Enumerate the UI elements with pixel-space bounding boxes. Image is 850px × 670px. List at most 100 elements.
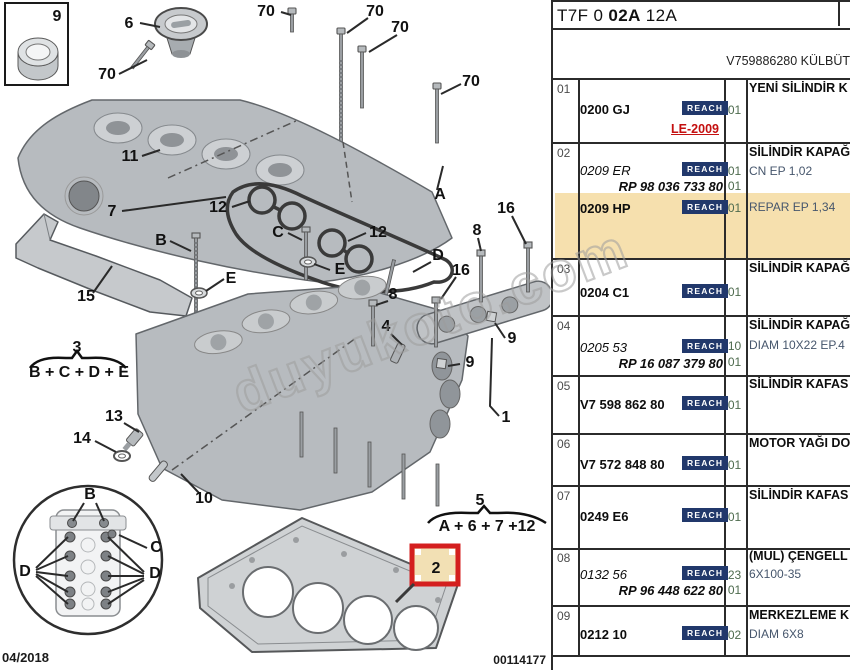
ring-gaskets <box>247 185 374 274</box>
part-description: MERKEZLEME K <box>749 608 849 622</box>
row-num[interactable]: 03 <box>557 262 571 276</box>
part-description: SİLİNDİR KAPAĞ <box>749 145 850 159</box>
code-suffix: 12A <box>645 6 678 25</box>
diagram-label-A-6-7-12: A + 6 + 7 +12 <box>439 518 536 535</box>
part-number[interactable]: 0132 56 <box>580 567 627 582</box>
row-num[interactable]: 08 <box>557 551 571 565</box>
replacement-number[interactable]: RP 98 036 733 80 <box>618 179 723 194</box>
bolts-8-16 <box>368 241 533 348</box>
diagram-label-70: 70 <box>366 3 384 20</box>
row-num[interactable]: 04 <box>557 319 571 333</box>
part-description: SİLİNDİR KAPAĞ <box>749 261 850 275</box>
diagram-label-8: 8 <box>473 222 482 239</box>
document-number: 00114177 <box>493 653 546 667</box>
reach-badge[interactable]: REACH <box>682 200 729 214</box>
part-number[interactable]: V7 572 848 80 <box>580 457 665 472</box>
diagram-label-9: 9 <box>466 354 475 371</box>
diagram-label-C: C <box>272 224 284 241</box>
row-num[interactable]: 05 <box>557 379 571 393</box>
quantity: 23 <box>727 568 742 582</box>
reach-badge[interactable]: REACH <box>682 508 729 522</box>
heat-shield <box>15 213 193 317</box>
nut-9 <box>435 310 498 370</box>
washer-E <box>190 256 317 299</box>
reference-number: V759886280 KÜLBÜT <box>726 54 850 68</box>
diagram-label-7: 7 <box>108 203 117 220</box>
diagram-label-8: 8 <box>389 286 398 303</box>
row-num[interactable]: 01 <box>557 82 571 96</box>
reach-badge[interactable]: REACH <box>682 626 729 640</box>
row-num[interactable]: 09 <box>557 609 571 623</box>
head-gasket <box>197 517 459 653</box>
diagram-label-D: D <box>149 565 161 582</box>
quantity: 01 <box>727 285 742 299</box>
reach-badge[interactable]: REACH <box>682 101 729 115</box>
part-number[interactable]: 0209 HP <box>580 201 631 216</box>
row-num[interactable]: 06 <box>557 437 571 451</box>
diagram-label-1: 1 <box>502 409 511 426</box>
part-description: (MUL) ÇENGELL <box>749 549 848 563</box>
row-num[interactable]: 02 <box>557 146 571 160</box>
part-description: YENİ SİLİNDİR K <box>749 81 848 95</box>
diagram-label-4: 4 <box>382 318 391 335</box>
part-spec: REPAR EP 1,34 <box>749 200 836 214</box>
part-number[interactable]: 0205 53 <box>580 340 627 355</box>
replacement-number[interactable]: RP 96 448 622 80 <box>618 583 723 598</box>
assembly-axes <box>167 119 357 471</box>
diagram-label-D: D <box>19 563 31 580</box>
exploded-diagram: 96707070707011A71212BCEE15168168D4991131… <box>4 2 550 653</box>
diagram-label-D: D <box>432 247 444 264</box>
diagram-label-12: 12 <box>369 224 387 241</box>
part-number[interactable]: 0200 GJ <box>580 102 630 117</box>
reach-badge[interactable]: REACH <box>682 396 729 410</box>
washer-14 <box>113 450 131 462</box>
part-number[interactable]: 0212 10 <box>580 627 627 642</box>
group-brace-5 <box>427 504 547 525</box>
part-description: SİLİNDİR KAPAĞ <box>749 318 850 332</box>
reach-badge[interactable]: REACH <box>682 162 729 176</box>
diagram-label-B-C-D-E: B + C + D + E <box>29 364 129 381</box>
diagram-label-3: 3 <box>73 339 82 356</box>
part9-inset-box <box>4 2 69 86</box>
replacement-number[interactable]: RP 16 087 379 80 <box>618 356 723 371</box>
row-num[interactable]: 07 <box>557 489 571 503</box>
part-description: SİLİNDİR KAFAS <box>749 377 849 391</box>
diagram-label-E: E <box>335 261 346 278</box>
part-number[interactable]: 0204 C1 <box>580 285 630 300</box>
diagram-label-12: 12 <box>209 199 227 216</box>
quantity: 01 <box>727 179 742 193</box>
diagram-label-B: B <box>84 486 96 503</box>
reach-badge[interactable]: REACH <box>682 456 729 470</box>
diagram-label-70: 70 <box>98 66 116 83</box>
code-prefix: T7F 0 <box>557 6 604 25</box>
quantity: 01 <box>727 510 742 524</box>
diagram-label-14: 14 <box>73 430 91 447</box>
stud-C <box>301 226 311 281</box>
reach-badge[interactable]: REACH <box>682 566 729 580</box>
tappet-13 <box>122 428 144 452</box>
part-number[interactable]: 0209 ER <box>580 163 631 178</box>
group-brace-3 <box>28 348 127 369</box>
part-number[interactable]: V7 598 862 80 <box>580 397 665 412</box>
part-spec: DIAM 10X22 EP.4 <box>749 338 845 352</box>
diagram-label-70: 70 <box>462 73 480 90</box>
quantity: 01 <box>727 398 742 412</box>
part-note[interactable]: LE-2009 <box>671 122 719 136</box>
cylinder-head <box>135 275 469 511</box>
diagram-label-C: C <box>150 539 162 556</box>
bolt-sequence-diagram <box>12 484 164 636</box>
quantity: 02 <box>727 628 742 642</box>
quantity: 01 <box>727 201 742 215</box>
quantity: 01 <box>727 103 742 117</box>
reach-badge[interactable]: REACH <box>682 339 729 353</box>
diagram-label-5: 5 <box>476 492 485 509</box>
part-spec: CN EP 1,02 <box>749 164 813 178</box>
part-number[interactable]: 0249 E6 <box>580 509 629 524</box>
diagram-label-A: A <box>434 186 446 203</box>
reach-badge[interactable]: REACH <box>682 284 729 298</box>
diagram-label-70: 70 <box>257 3 275 20</box>
part-spec: DIAM 6X8 <box>749 627 804 641</box>
